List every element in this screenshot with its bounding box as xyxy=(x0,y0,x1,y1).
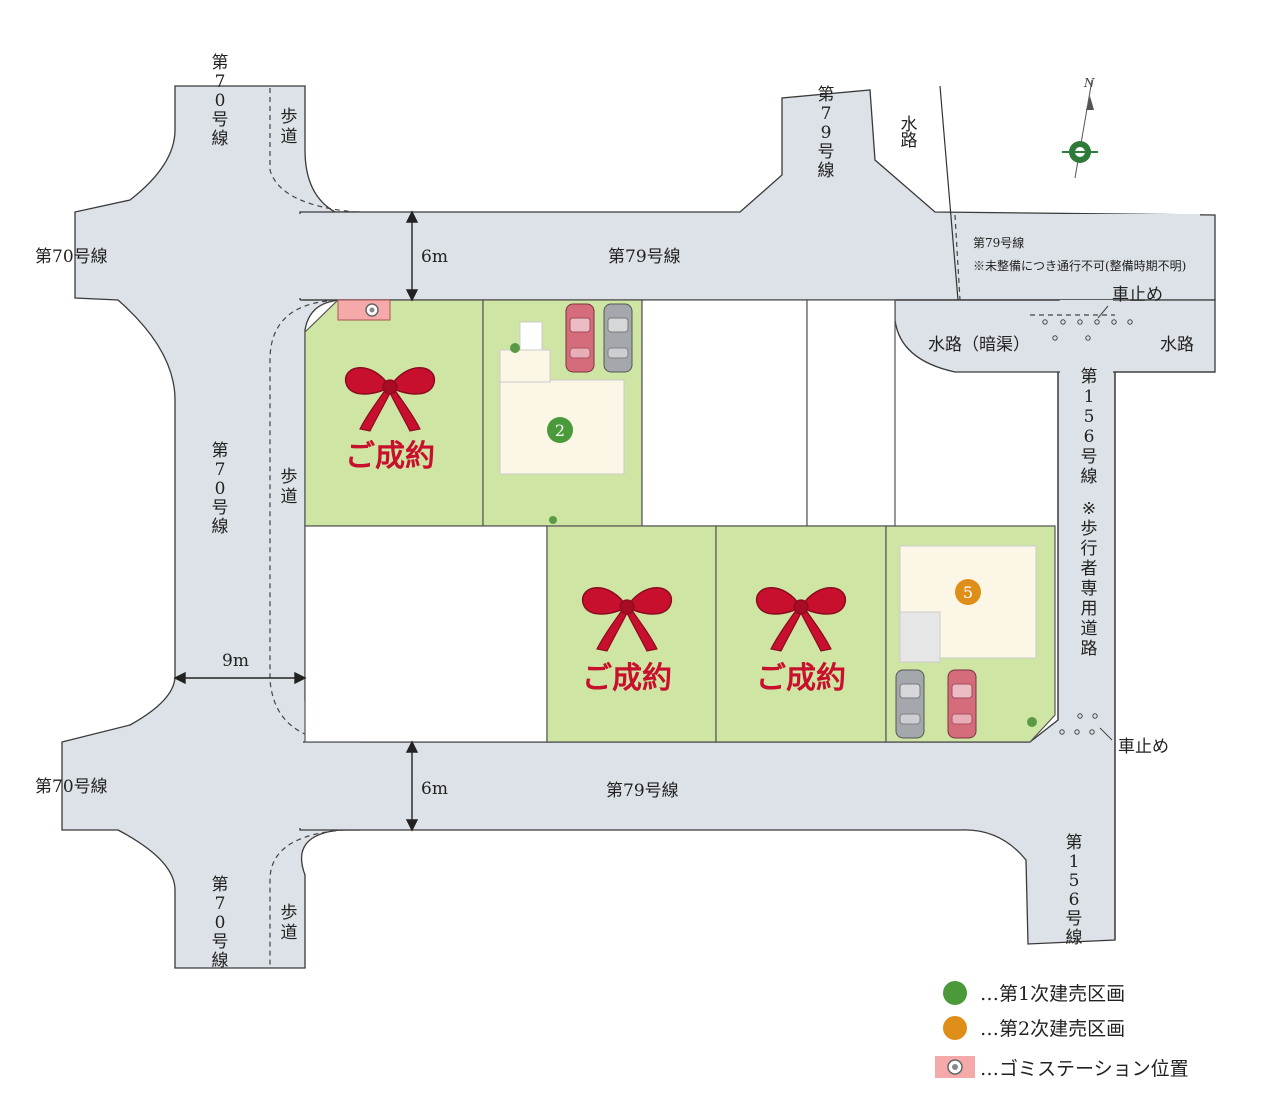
waterway-line xyxy=(939,85,959,301)
sold-label-4: ご成約 xyxy=(756,661,846,696)
road-label-79-right: 第79号線 xyxy=(973,235,1024,250)
legend-phase1-marker xyxy=(943,981,967,1005)
car-icon xyxy=(947,669,977,739)
legend-phase2: …第2次建売区画 xyxy=(980,1018,1125,1040)
bollard-label-bottom: 車止め xyxy=(1118,737,1169,757)
lot-sold-1 xyxy=(304,299,484,527)
legend-phase1: …第1次建売区画 xyxy=(980,983,1125,1005)
legend-garbage: …ゴミステーション位置 xyxy=(980,1058,1189,1080)
sidewalk-label-top: 歩道 xyxy=(281,107,298,147)
dim-left: 9m xyxy=(222,651,249,671)
road-label-70-left-bottom: 第70号線 xyxy=(35,777,108,797)
road-label-79-bottom: 第79号線 xyxy=(606,781,679,801)
road-79-note: ※未整備につき通行不可(整備時期不明) xyxy=(973,258,1186,273)
sidewalk-label-bottom: 歩道 xyxy=(281,903,298,943)
compass-north: N xyxy=(1083,76,1095,90)
waterway-label-v: 水路 xyxy=(901,115,918,151)
car-icon xyxy=(603,303,633,373)
lot-sold-4 xyxy=(715,525,887,743)
road-label-79-top: 第79号線 xyxy=(608,247,681,267)
lot-2-marker xyxy=(547,417,573,443)
garbage-station-marker xyxy=(337,299,391,321)
legend: …第1次建売区画 …第2次建売区画 …ゴミステーション位置 xyxy=(935,981,1189,1080)
compass: N xyxy=(1062,76,1098,179)
legend-phase2-marker xyxy=(943,1016,967,1040)
waterway-culvert-label: 水路（暗渠） xyxy=(928,335,1030,355)
bollard-label-top: 車止め xyxy=(1112,285,1163,305)
car-icon xyxy=(565,303,595,373)
sold-label-1: ご成約 xyxy=(345,439,435,474)
waterway-label: 水路 xyxy=(1160,335,1194,355)
lot-5-marker xyxy=(955,579,981,605)
lot-empty xyxy=(641,299,808,527)
lot-5-number: 5 xyxy=(963,583,973,602)
lot-2-number: 2 xyxy=(555,421,565,440)
road-156-note-v: ※歩行者専用道路 xyxy=(1081,499,1098,659)
dim-top: 6m xyxy=(421,247,448,267)
car-icon xyxy=(895,669,925,739)
lot-sold-3 xyxy=(546,525,717,743)
dim-bottom: 6m xyxy=(421,779,448,799)
road-label-70-left-top: 第70号線 xyxy=(35,247,108,267)
sold-label-3: ご成約 xyxy=(582,661,672,696)
dimension-arrows xyxy=(173,210,419,832)
lot-empty xyxy=(304,525,548,743)
sidewalk-label-mid: 歩道 xyxy=(281,467,298,507)
bollards xyxy=(1042,305,1133,741)
lot-empty xyxy=(806,299,896,527)
